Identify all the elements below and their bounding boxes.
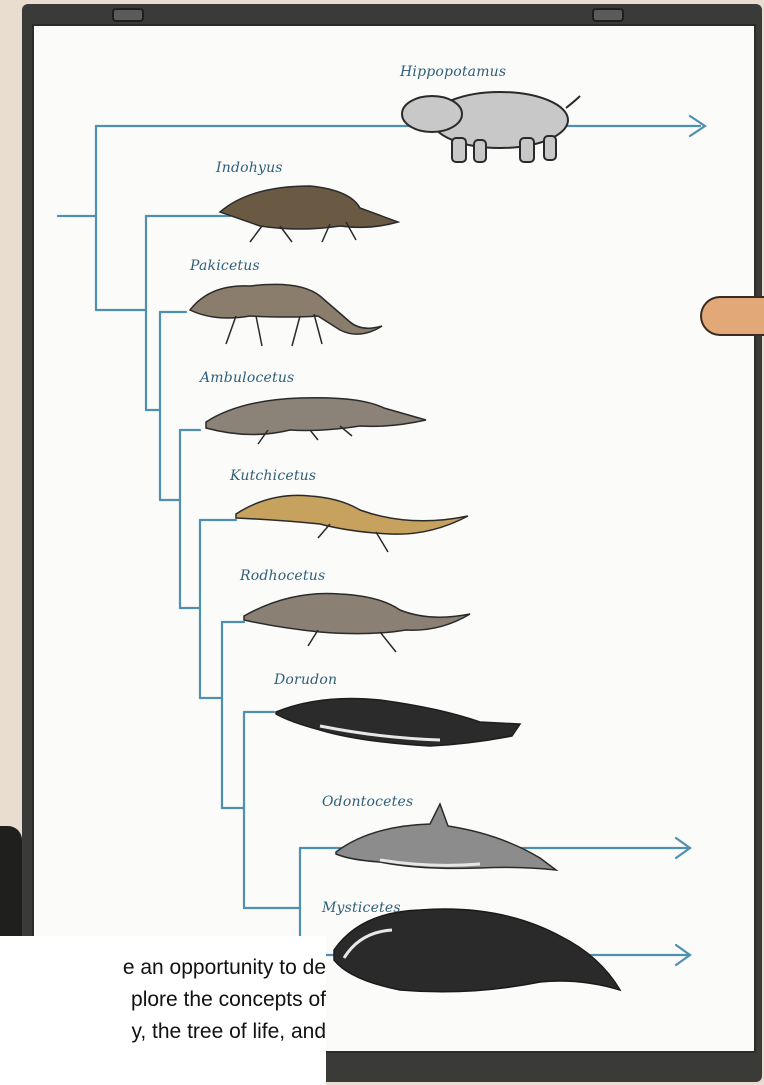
taxon-label-rodhocetus: Rodhocetus [240,568,325,584]
taxon-label-kutchicetus: Kutchicetus [230,468,316,484]
pakicetus-illustration [190,284,382,346]
taxon-label-odontocetes: Odontocetes [322,794,413,810]
taxon-label-indohyus: Indohyus [216,160,283,176]
ambulocetus-illustration [206,398,426,444]
taxon-label-hippopotamus: Hippopotamus [400,64,506,80]
dolphin-illustration [336,804,556,870]
rodhocetus-illustration [244,593,470,652]
indohyus-illustration [220,186,398,242]
taxon-label-ambulocetus: Ambulocetus [200,370,294,386]
taxon-label-dorudon: Dorudon [274,672,337,688]
baleen-whale-illustration [334,909,620,992]
tree-node-2 [96,216,146,410]
tree-node-6 [200,622,222,808]
caption-box: e an opportunity to de plore the concept… [0,936,326,1085]
taxon-label-mysticetes: Mysticetes [322,900,401,916]
caption-line-1: e an opportunity to de [0,956,326,980]
tree-node-5 [180,520,200,698]
caption-line-3: y, the tree of life, and [0,1020,326,1044]
taxon-label-pakicetus: Pakicetus [190,258,260,274]
dorudon-illustration [276,699,520,747]
caption-line-2: plore the concepts of [0,988,326,1012]
tree-node-4 [160,430,180,608]
hippopotamus-illustration [402,92,580,162]
kutchicetus-illustration [236,495,468,552]
tree-node-7 [222,712,244,908]
tree-node-3 [146,312,160,500]
